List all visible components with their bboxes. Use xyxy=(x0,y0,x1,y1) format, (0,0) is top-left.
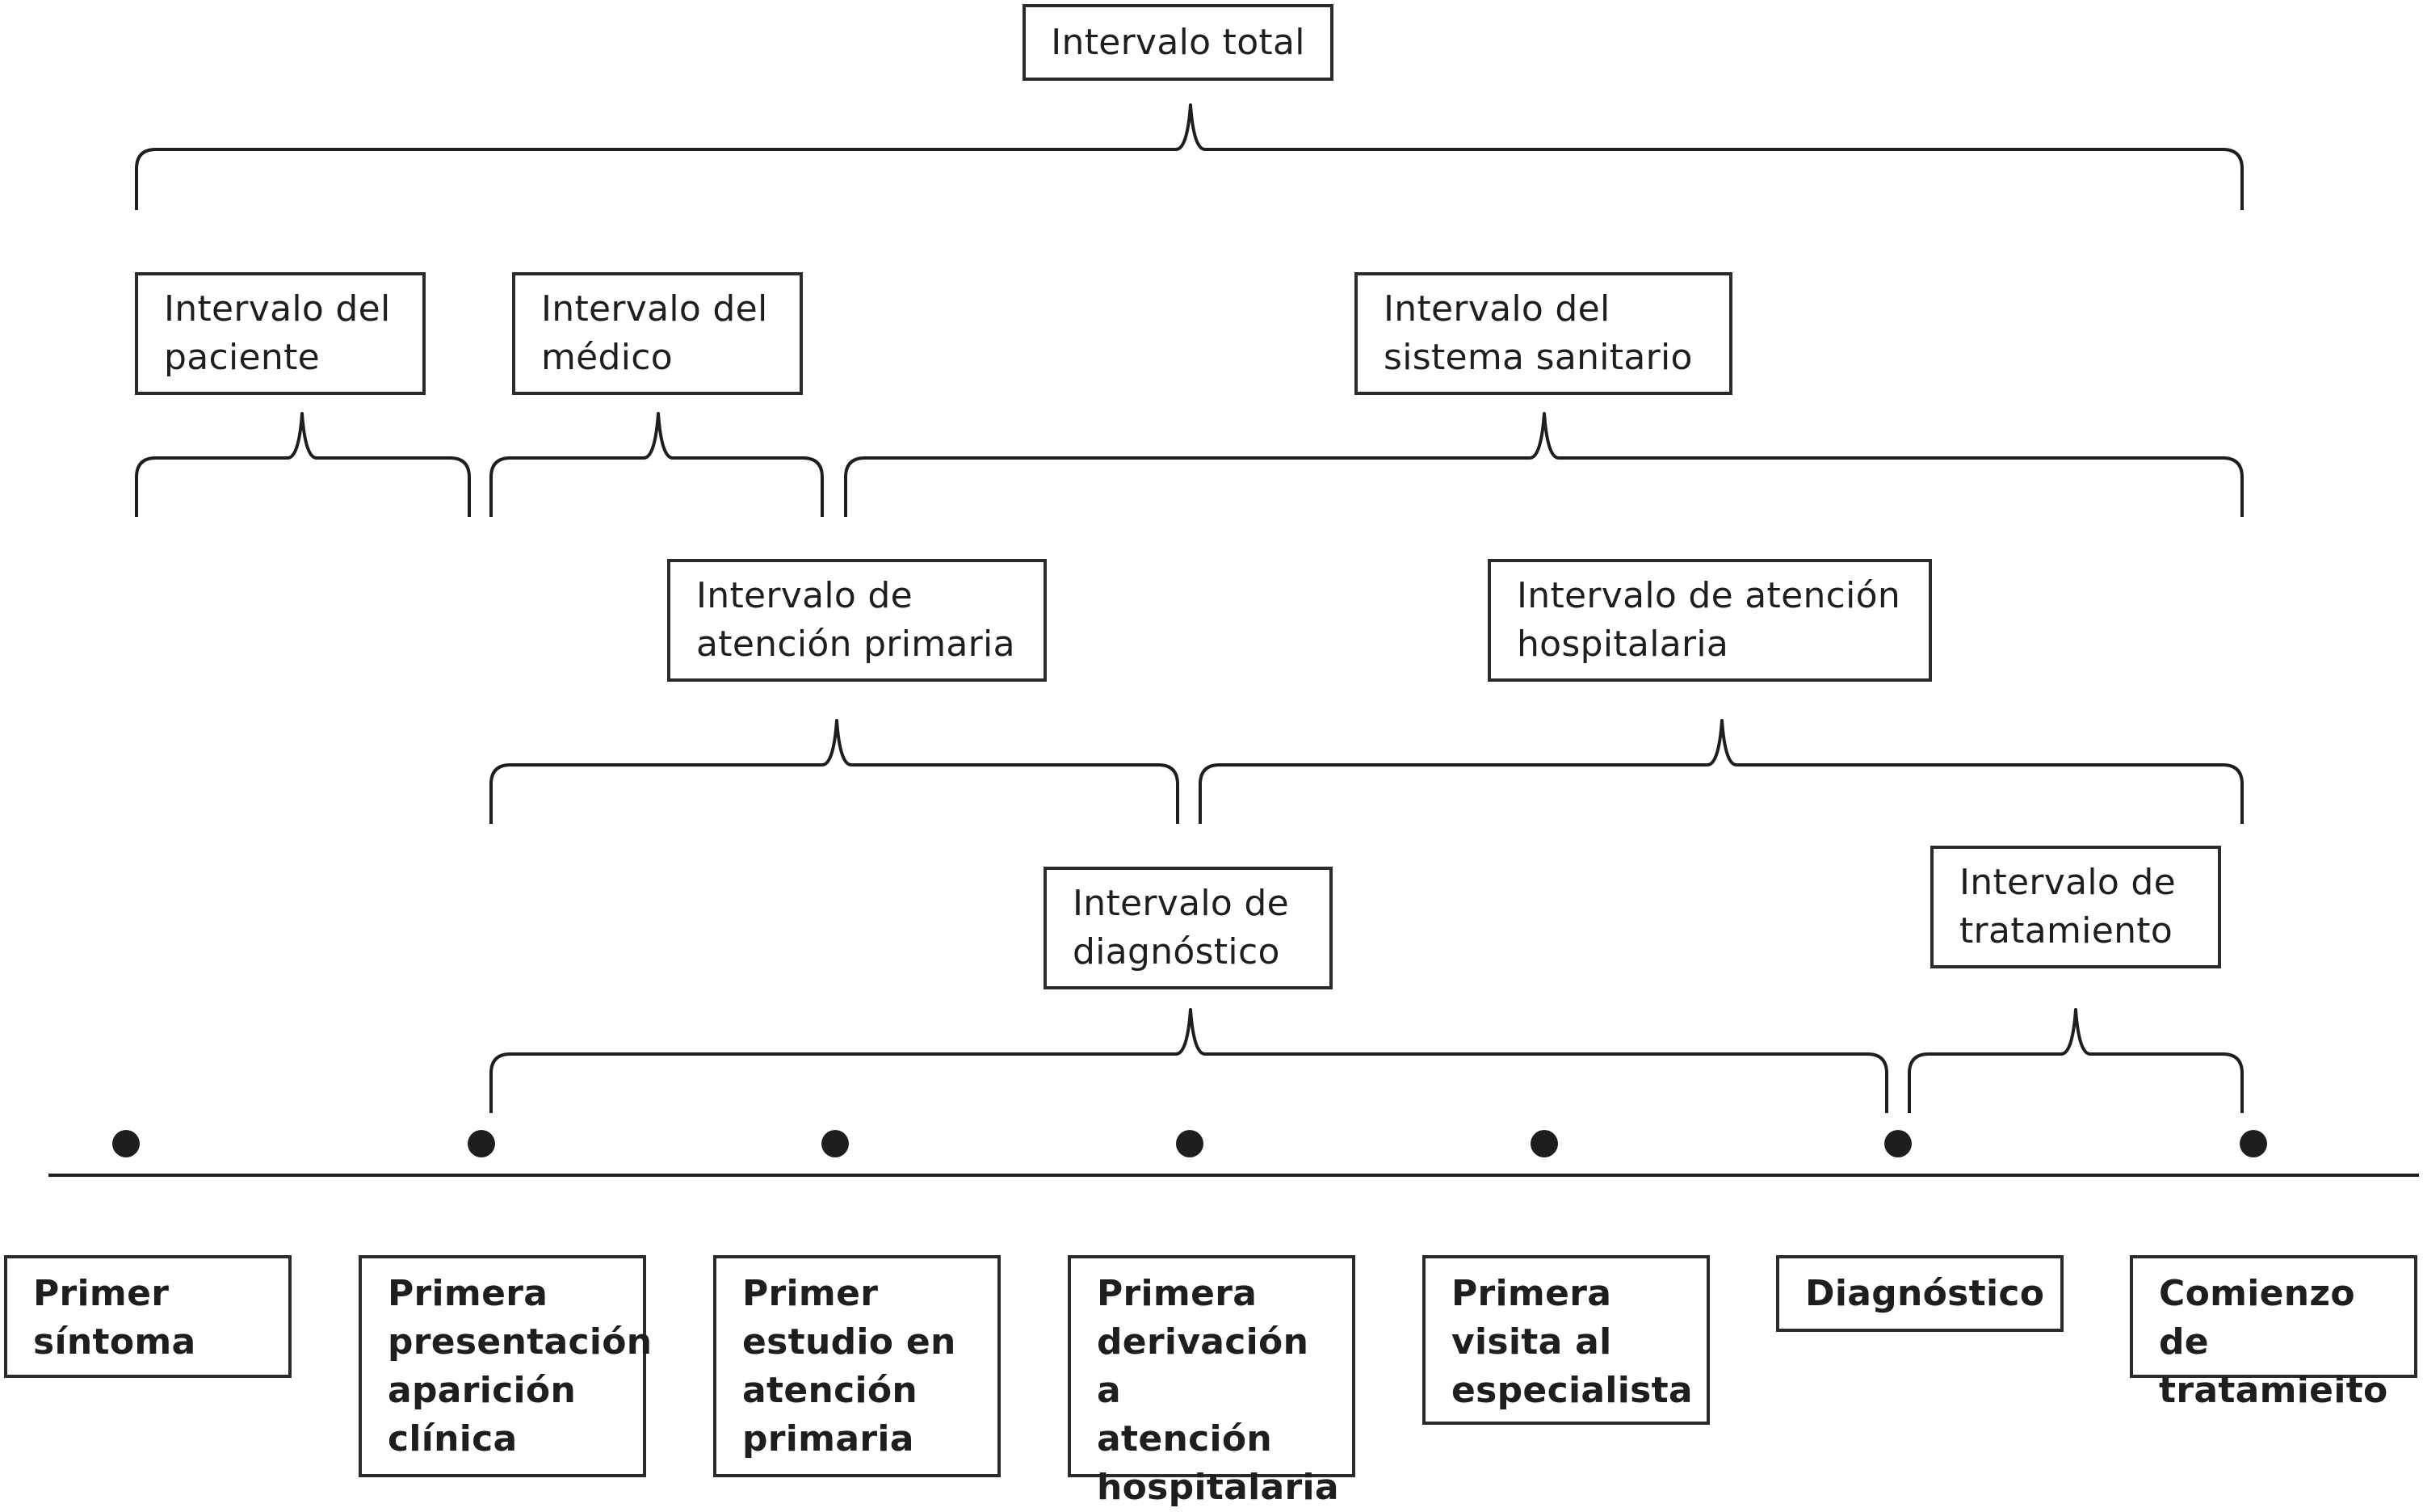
timeline-diagram: Intervalo total Intervalo del paciente I… xyxy=(4,4,2419,1508)
brace-medico xyxy=(489,412,824,517)
interval-atencion-primaria-box: Intervalo de atención primaria xyxy=(667,559,1047,682)
brace-atencion-primaria xyxy=(489,719,1179,824)
brace-paciente xyxy=(135,412,471,517)
timeline-dot-3 xyxy=(821,1130,849,1157)
timeline-dot-1 xyxy=(112,1130,140,1157)
interval-paciente-box: Intervalo del paciente xyxy=(135,272,426,395)
milestone-primera-presentacion: Primera presentación aparición clínica xyxy=(359,1255,652,1477)
interval-medico-box: Intervalo del médico xyxy=(512,272,803,395)
timeline-dot-7 xyxy=(2240,1130,2267,1157)
timeline-dot-2 xyxy=(468,1130,495,1157)
milestone-comienzo-tratamiento: Comienzo de tratamieito xyxy=(2130,1255,2417,1411)
interval-total-box: Intervalo total xyxy=(1023,4,1333,81)
brace-tratamiento xyxy=(1908,1008,2244,1113)
milestone-primer-sintoma: Primer síntoma xyxy=(4,1255,292,1378)
interval-atencion-hospitalaria-box: Intervalo de atención hospitalaria xyxy=(1488,559,1932,682)
connector-layer xyxy=(48,103,2419,1177)
timeline-dot-6 xyxy=(1884,1130,1912,1157)
timeline-dot-4 xyxy=(1176,1130,1203,1157)
milestone-primer-estudio: Primer estudio en atención primaria xyxy=(713,1255,1001,1477)
brace-atencion-hospitalaria xyxy=(1199,719,2244,824)
milestone-primera-derivacion: Primera derivación a atención hospitalar… xyxy=(1068,1255,1355,1508)
timeline-dot-5 xyxy=(1531,1130,1558,1157)
interval-sistema-box: Intervalo del sistema sanitario xyxy=(1354,272,1732,395)
interval-tratamiento-box: Intervalo de tratamiento xyxy=(1930,846,2221,968)
milestone-diagnostico: Diagnóstico xyxy=(1776,1255,2064,1332)
interval-diagnostico-box: Intervalo de diagnóstico xyxy=(1044,867,1333,989)
milestone-primera-visita: Primera visita al especialista xyxy=(1422,1255,1710,1425)
brace-sistema xyxy=(844,412,2244,517)
brace-diagnostico xyxy=(489,1008,1888,1113)
brace-total xyxy=(135,103,2244,210)
